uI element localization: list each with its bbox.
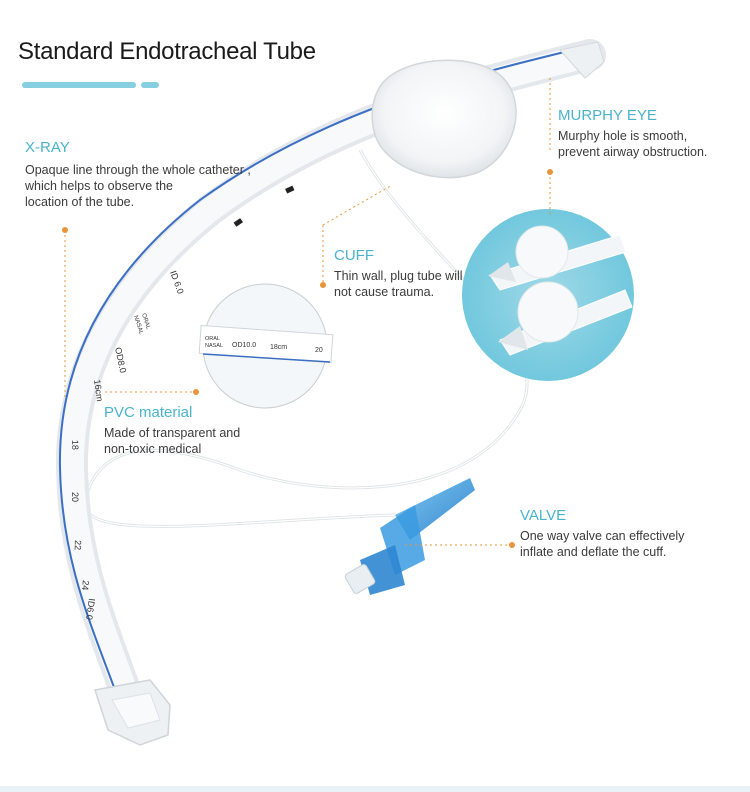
- cuff-description: Thin wall, plug tube will not cause trau…: [334, 268, 494, 300]
- mark-22: 22: [73, 540, 83, 550]
- inset-od: OD10.0: [232, 342, 256, 349]
- connector-15mm: [94, 679, 171, 746]
- xray-description: Opaque line through the whole catheter ,…: [25, 162, 275, 210]
- murphy-tube-2: [498, 281, 633, 356]
- pvc-line-1: Made of transparent and: [104, 426, 241, 440]
- mark-18: 18: [70, 440, 80, 450]
- murphy-line-2: prevent airway obstruction.: [558, 145, 708, 159]
- pvc-description: Made of transparent and non-toxic medica…: [104, 425, 264, 457]
- cuff-heading: CUFF: [334, 247, 374, 264]
- xray-line-2: which helps to observe the: [25, 179, 174, 193]
- valve-heading: VALVE: [520, 507, 567, 524]
- valve-description: One way valve can effectively inflate an…: [520, 528, 720, 560]
- cuff-balloon: [371, 59, 517, 179]
- inset-oral: ORAL: [205, 336, 220, 342]
- mark-id: ID 6.0: [168, 269, 186, 295]
- murphy-line-1: Murphy hole is smooth,: [558, 129, 688, 143]
- inset-20: 20: [315, 347, 323, 354]
- mark-od: OD8.0: [113, 346, 128, 374]
- murphy-description: Murphy hole is smooth, prevent airway ob…: [558, 128, 738, 160]
- page-title: Standard Endotracheal Tube: [18, 38, 316, 65]
- cuff-line-1: Thin wall, plug tube will: [334, 269, 463, 283]
- valve-line-1: One way valve can effectively: [520, 529, 685, 543]
- bevel-tip: [559, 41, 605, 79]
- murphy-heading: MURPHY EYE: [558, 107, 657, 124]
- xray-line-1: Opaque line through the whole catheter ,: [25, 163, 251, 177]
- bottom-band: [0, 786, 750, 792]
- cuff-line-2: not cause trauma.: [334, 285, 435, 299]
- xray-heading: X-RAY: [25, 139, 70, 156]
- xray-line-3: location of the tube.: [25, 195, 135, 209]
- valve-line-2: inflate and deflate the cuff.: [520, 545, 667, 559]
- mark-oral: ORAL: [140, 313, 151, 331]
- mark-20: 20: [70, 492, 80, 502]
- inset-18: 18cm: [270, 344, 287, 351]
- pilot-valve: [344, 478, 475, 595]
- mark-bottom-id: ID6.0: [84, 598, 97, 621]
- mark-24: 24: [80, 580, 91, 591]
- pvc-line-2: non-toxic medical: [104, 442, 202, 456]
- title-underline-short: [141, 82, 159, 88]
- murphy-tube-1: [488, 225, 627, 291]
- pvc-heading: PVC material: [104, 404, 193, 421]
- mark-16: 16cm: [92, 379, 105, 402]
- mark-nasal: NASAL: [132, 315, 144, 336]
- title-underline-long: [22, 82, 136, 88]
- inset-nasal: NASAL: [205, 343, 223, 349]
